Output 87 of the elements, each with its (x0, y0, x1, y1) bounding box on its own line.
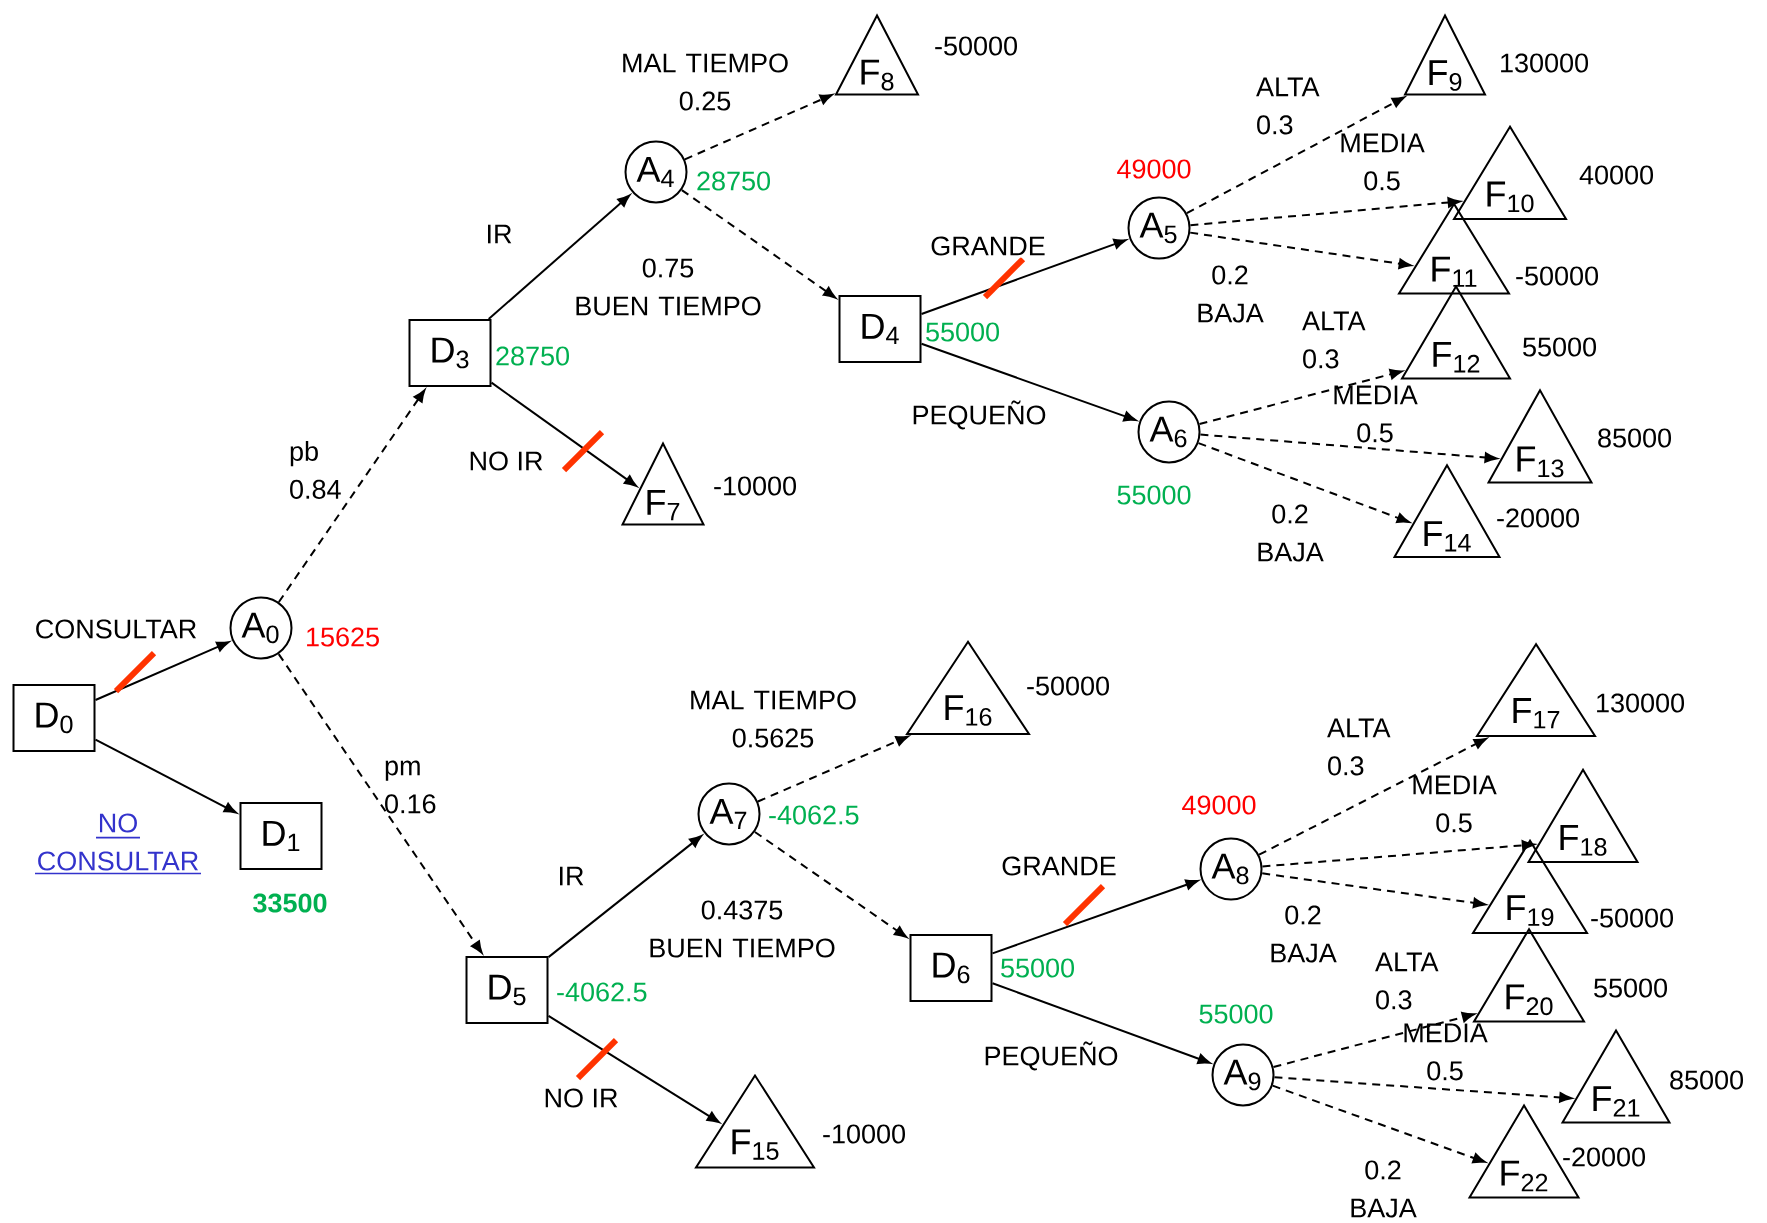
payoff-value: 40000 (1579, 165, 1653, 185)
payoff-value: 49000 (1182, 795, 1256, 815)
payoff-value: -20000 (1563, 1147, 1645, 1167)
decision-box: D$_{0}$ (12, 684, 96, 752)
edge-label: MEDIA 0.5 (1341, 133, 1425, 191)
arrow (1185, 96, 1405, 215)
edge-label: 0.2 BAJA (1271, 905, 1337, 963)
payoff-value: 55000 (1001, 958, 1074, 978)
payoff-value: 49000 (1117, 159, 1191, 179)
payoff-value: 55000 (1523, 337, 1596, 357)
decision-box: D$_{4}$ (838, 295, 922, 363)
payoff-value: 55000 (1117, 485, 1191, 505)
payoff-value: -10000 (714, 476, 796, 496)
arrow (1258, 737, 1487, 856)
edge-label: 0.75 BUEN TIEMPO (576, 258, 761, 316)
arrow (920, 342, 1137, 422)
arrow (753, 830, 908, 938)
decision-box: D$_{1}$ (239, 802, 323, 870)
edge-label: MAL TIEMPO 0.5625 (691, 690, 856, 748)
edge-label: pb 0.84 (290, 441, 341, 499)
edge-label: GRANDE (999, 854, 1119, 878)
edge-label: NO IR (541, 1086, 621, 1110)
payoff-value: 85000 (1670, 1070, 1743, 1090)
arrow (277, 653, 483, 954)
arrow (1197, 442, 1410, 524)
arrow (94, 641, 230, 701)
payoff-value: 55000 (1199, 1004, 1273, 1024)
arrow (1189, 197, 1461, 227)
arrow (547, 835, 703, 959)
edge-label: PEQUEÑO (909, 398, 1049, 432)
payoff-value: 28750 (496, 346, 569, 366)
arrow (920, 238, 1127, 315)
arrow (991, 982, 1211, 1064)
payoff-value: -50000 (1591, 908, 1673, 928)
edge-label: pm 0.16 (385, 760, 436, 814)
payoff-value: 15625 (307, 627, 379, 647)
edge-label: ALTA 0.3 (1302, 311, 1366, 369)
payoff-value: 130000 (1597, 693, 1685, 713)
payoff-value: 33500 (253, 893, 327, 913)
edge-label: PEQUEÑO (981, 1039, 1121, 1073)
payoff-value: -4062.5 (557, 982, 647, 1002)
edge-label: CONSULTAR (32, 617, 200, 641)
arrow (1273, 1076, 1573, 1103)
edge-label: 0.2 BAJA (1351, 1160, 1417, 1218)
arrow (680, 189, 837, 299)
arrow (756, 735, 909, 803)
payoff-value: 55000 (926, 322, 999, 342)
payoff-value: 85000 (1598, 428, 1671, 448)
payoff-value: 28750 (697, 171, 770, 191)
decision-box: D$_{5}$ (465, 956, 549, 1024)
payoff-value: -4062.5 (769, 805, 859, 825)
decision-box: D$_{3}$ (408, 319, 492, 387)
edge-label: 0.2 BAJA (1198, 265, 1264, 323)
edge-label: 0.4375 BUEN TIEMPO (650, 900, 835, 958)
edge-label: ALTA 0.3 (1256, 77, 1320, 135)
arrow (1198, 369, 1403, 426)
arrow (487, 194, 631, 320)
payoff-value: -50000 (1516, 266, 1598, 286)
arrow (1261, 872, 1486, 909)
edge-label: MEDIA 0.5 (1404, 1023, 1488, 1081)
arrow (1272, 1012, 1475, 1068)
edge-label: ALTA 0.3 (1375, 952, 1439, 1010)
arrow (277, 389, 426, 604)
edge-label: NO IR (466, 449, 546, 473)
arrow (547, 1014, 720, 1124)
link-label: NO CONSULTAR (34, 813, 202, 875)
edge-label: 0.2 BAJA (1258, 504, 1324, 562)
arrow (94, 738, 237, 814)
edge-label: GRANDE (928, 234, 1048, 258)
decision-box: D$_{6}$ (909, 934, 993, 1002)
payoff-value: 130000 (1501, 53, 1589, 73)
arrow (683, 94, 833, 161)
payoff-value: -10000 (823, 1124, 905, 1144)
edge-label: IR (483, 222, 515, 246)
payoff-value: -50000 (935, 36, 1017, 56)
payoff-value: 55000 (1594, 978, 1667, 998)
arrow (1189, 231, 1412, 269)
edge-label: MEDIA 0.5 (1413, 775, 1497, 833)
arrow (1261, 840, 1535, 868)
edge-label: IR (555, 864, 587, 888)
arrow (1271, 1084, 1486, 1164)
edge-label: MAL TIEMPO 0.25 (623, 53, 788, 111)
edge-label: MEDIA 0.5 (1334, 385, 1418, 443)
arrow (1199, 433, 1498, 463)
arrow (991, 879, 1199, 955)
edge-label: ALTA 0.3 (1327, 718, 1391, 776)
arrow (490, 381, 638, 487)
